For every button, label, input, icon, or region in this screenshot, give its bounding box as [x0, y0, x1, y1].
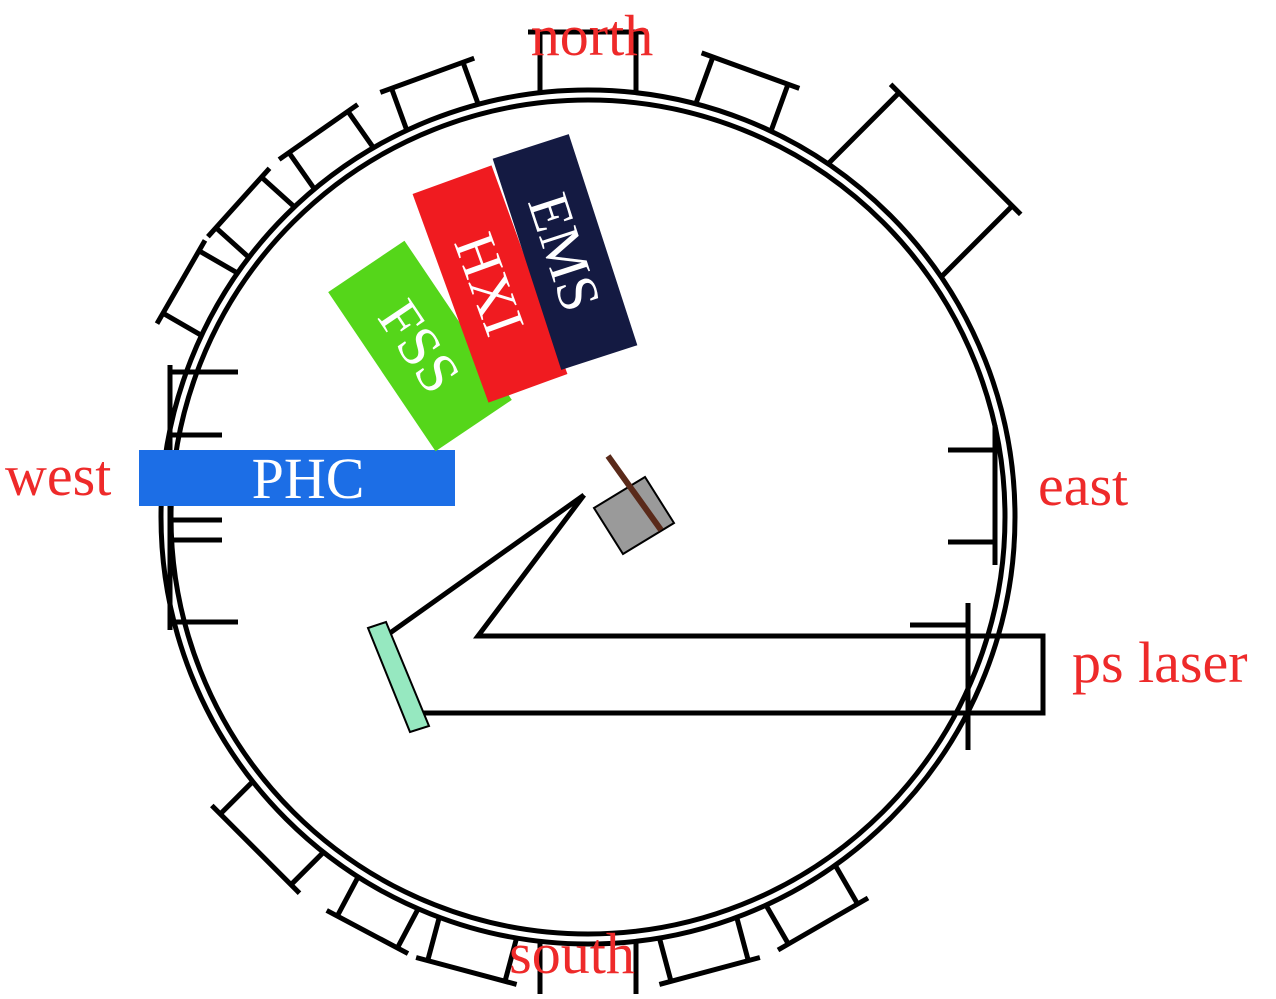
port-bracket-line: [888, 82, 1023, 217]
port-bracket-line: [415, 955, 518, 987]
laser-label: ps laser: [1072, 630, 1248, 695]
port-bracket-line: [210, 803, 302, 895]
phc-label: PHC: [252, 446, 365, 511]
hxi-bar: [412, 165, 568, 403]
south-label: south: [509, 921, 635, 986]
port-bracket-line: [206, 166, 272, 239]
port-bracket-line: [776, 895, 870, 953]
port-bracket-line: [277, 102, 360, 162]
chamber-ports: [154, 29, 1023, 994]
north-label: north: [531, 3, 653, 68]
port-bracket-line: [154, 239, 208, 325]
east-label: east: [1038, 453, 1128, 518]
west-label: west: [5, 443, 111, 508]
laser-beam-path: [388, 492, 1046, 750]
phc-instrument: PHC: [139, 446, 455, 511]
port-bracket-line: [325, 908, 410, 956]
fss-bar: [328, 240, 512, 452]
port-bracket-line: [658, 955, 761, 987]
phc-bar: [139, 450, 455, 506]
ems-bar: [492, 134, 638, 370]
target: [592, 454, 676, 556]
target-foil: [605, 454, 664, 532]
port-bracket-line: [379, 55, 476, 95]
port-bracket-line: [700, 50, 801, 91]
east-port: [948, 425, 998, 565]
focusing-mirror: [366, 620, 431, 734]
